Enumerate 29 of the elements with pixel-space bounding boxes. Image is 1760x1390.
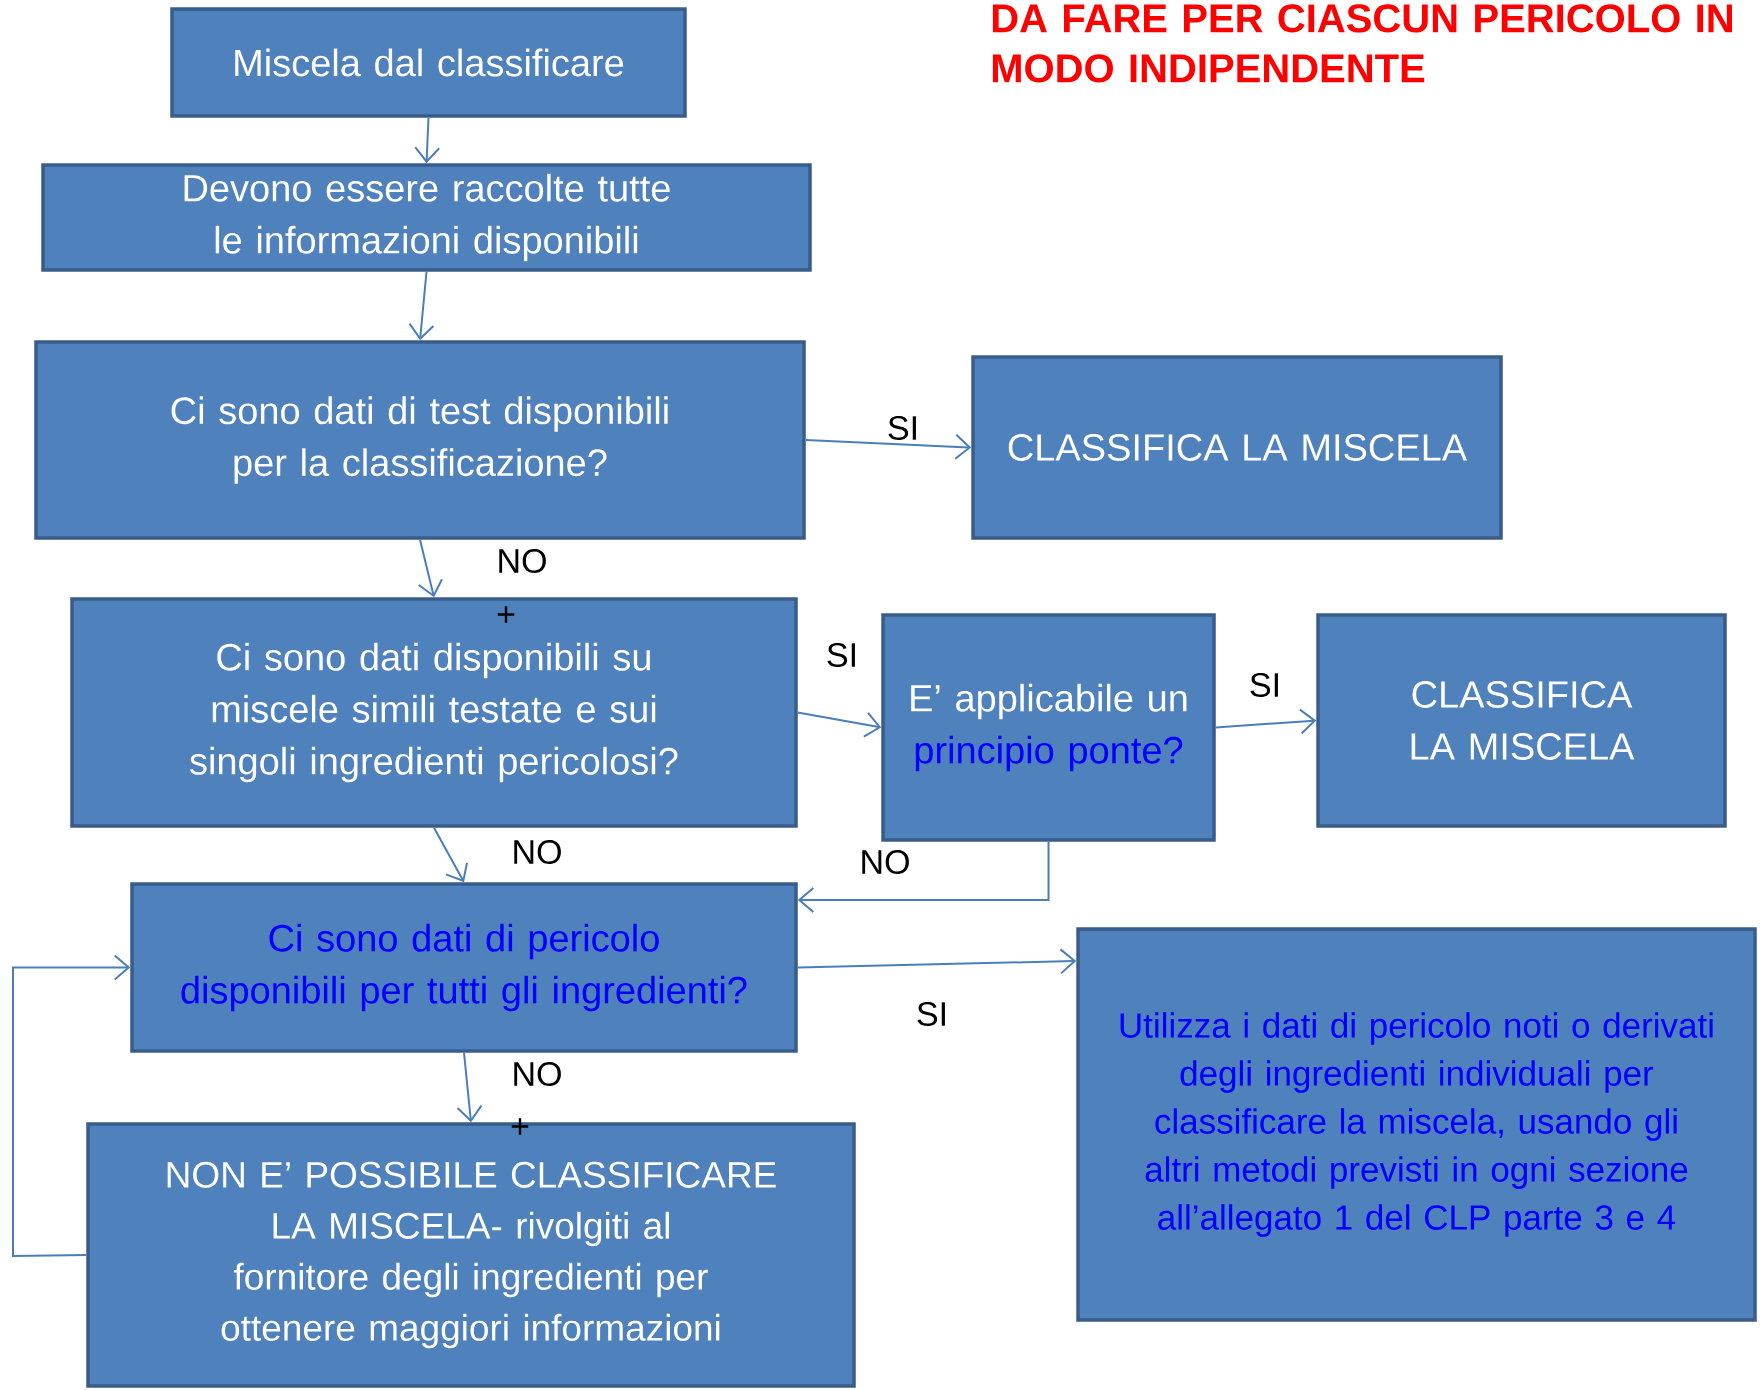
edge-label: SI xyxy=(824,642,860,669)
process-box: Utilizza i dati di pericolo noti o derivati degli ingredienti individuali per classificare la miscela, usando gli altri metodi previsti in ogni sezione all’allegato 1 del CLP parte 3 e 4 xyxy=(1076,927,1757,1322)
process-box: E’ applicabile un principio ponte? xyxy=(881,613,1216,842)
arrow xyxy=(796,948,1077,975)
title: DA FARE PER CIASCUN PERICOLO IN MODO INDIPENDENTE xyxy=(992,4,1732,83)
arrow xyxy=(456,1051,483,1123)
edge-label: SI xyxy=(885,414,921,442)
edge-label: NO xyxy=(510,1061,564,1088)
arrow xyxy=(408,270,435,341)
arrow xyxy=(414,116,441,164)
process-box: CLASSIFICA LA MISCELA xyxy=(971,355,1503,540)
edge-label: NO xyxy=(858,848,912,876)
process-box: CLASSIFICA LA MISCELA xyxy=(1316,613,1727,828)
edge-label: SI xyxy=(1247,671,1283,699)
plus-sign: + xyxy=(497,606,515,623)
process-box: Miscela dal classificare xyxy=(170,7,687,118)
process-box: Ci sono dati di pericolo disponibili per tutti gli ingredienti? xyxy=(130,882,798,1053)
arrow xyxy=(1214,708,1317,735)
arrow xyxy=(417,538,443,598)
arrow xyxy=(796,711,882,738)
edge-label: NO xyxy=(510,839,564,866)
arrow xyxy=(797,840,1050,913)
arrow xyxy=(433,826,469,883)
process-box: Ci sono dati di test disponibili per la classificazione? xyxy=(34,340,806,540)
arrow xyxy=(12,954,131,1258)
arrow xyxy=(804,433,972,460)
edge-label: NO xyxy=(495,547,549,575)
process-box: Devono essere raccolte tutte le informazioni disponibili xyxy=(41,163,812,272)
edge-label: SI xyxy=(914,1001,950,1028)
